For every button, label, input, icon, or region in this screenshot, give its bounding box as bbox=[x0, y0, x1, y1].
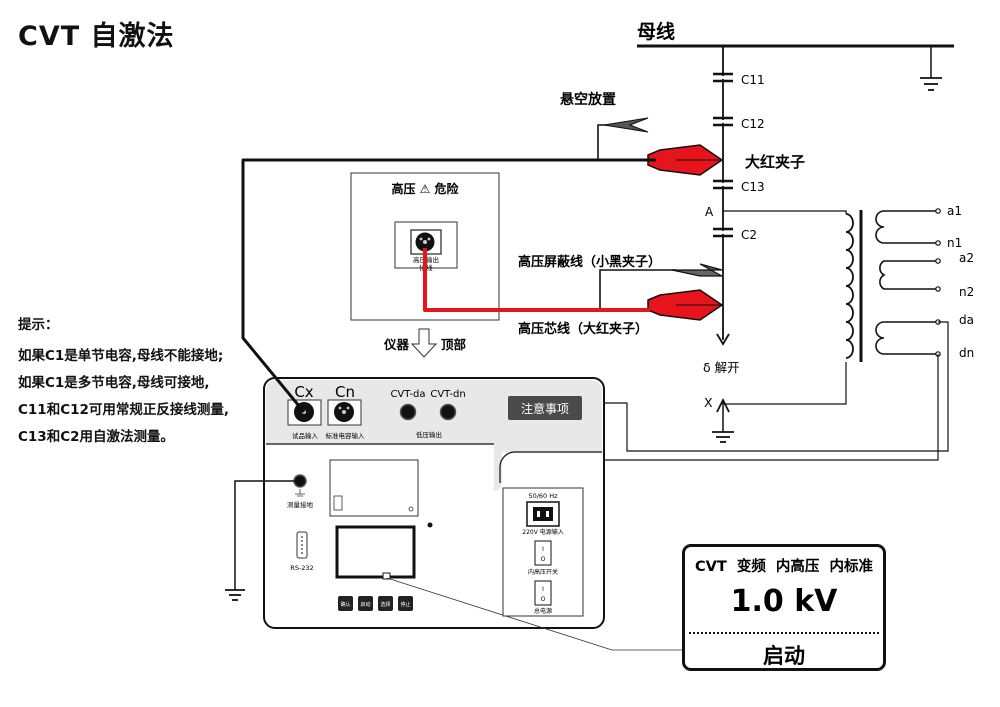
terminal-a2: a2 bbox=[959, 251, 974, 265]
int-hv-switch[interactable] bbox=[534, 540, 552, 566]
delta-open-label: δ 解开 bbox=[703, 360, 740, 375]
c12-label: C12 bbox=[741, 117, 765, 131]
capacitor-plates bbox=[713, 72, 733, 238]
key-select-label: 选择 bbox=[380, 601, 390, 608]
cn-label: Cn bbox=[335, 383, 355, 401]
cvt-dn-port[interactable] bbox=[439, 403, 457, 421]
primary-winding bbox=[845, 213, 854, 359]
tip-line: C13和C2用自激法测量。 bbox=[18, 429, 174, 445]
cx-wire bbox=[241, 158, 656, 413]
display-voltage: 1.0 kV bbox=[730, 584, 838, 619]
notice-button[interactable]: 注意事项 bbox=[508, 396, 582, 420]
main-power-switch[interactable] bbox=[534, 580, 552, 606]
tip-line: 如果C1是单节电容,母线不能接地; bbox=[18, 348, 224, 364]
x-ground-icon bbox=[712, 431, 734, 443]
big-red-clamp-label: 大红夹子 bbox=[745, 153, 805, 171]
measure-ground-icon bbox=[225, 589, 245, 601]
indicator-dot bbox=[427, 522, 433, 528]
key-start[interactable] bbox=[358, 596, 373, 611]
terminal-da: da bbox=[959, 313, 974, 327]
key-start-label: 启动 bbox=[360, 601, 370, 608]
shield-line-label: 高压屏蔽线（小黑夹子） bbox=[518, 254, 661, 270]
ground-terminal-label: 测量接地 bbox=[287, 500, 314, 509]
rs232-label: RS-232 bbox=[290, 564, 313, 572]
cx-sub-label: 试品输入 bbox=[292, 431, 319, 440]
floating-clamp-icon bbox=[603, 117, 649, 133]
cx-label: Cx bbox=[294, 383, 313, 401]
orientation-top: 顶部 bbox=[441, 337, 467, 352]
display-separator bbox=[689, 632, 879, 634]
key-confirm[interactable] bbox=[338, 596, 353, 611]
lv-output-label: 低压输出 bbox=[416, 430, 442, 439]
key-row: 确认 启动 选择 停止 bbox=[338, 596, 413, 611]
core-line-label: 高压芯线（大红夹子） bbox=[518, 321, 648, 337]
floating-label: 悬空放置 bbox=[559, 91, 616, 108]
ground-symbol-icon bbox=[295, 489, 305, 497]
hv-warning-label: 高压 ⚠ 危险 bbox=[391, 181, 459, 196]
c11-label: C11 bbox=[741, 73, 765, 87]
c2-label: C2 bbox=[741, 228, 757, 242]
terminal-a1: a1 bbox=[947, 204, 962, 218]
int-hv-switch-off: O bbox=[541, 556, 546, 563]
lcd-window bbox=[329, 459, 419, 517]
bus-ground-icon bbox=[920, 46, 942, 91]
key-stop-label: 停止 bbox=[400, 601, 410, 608]
power-input-label: 220V 电源输入 bbox=[522, 528, 563, 536]
down-arrow-icon bbox=[410, 328, 438, 358]
hv-core-wire bbox=[423, 248, 650, 312]
shield-clamp-icon bbox=[671, 263, 723, 277]
primary-lead bbox=[723, 210, 847, 214]
main-screen bbox=[335, 525, 416, 579]
main-power-label: 总电源 bbox=[534, 607, 552, 615]
open-arrow-icon bbox=[716, 333, 730, 346]
node-x-label: X bbox=[704, 395, 713, 410]
page-title: CVT 自激法 bbox=[18, 21, 175, 52]
terminal-dots bbox=[935, 208, 941, 357]
cvt-dn-label: CVT-dn bbox=[430, 389, 465, 400]
main-power-switch-off: O bbox=[541, 596, 546, 603]
measure-ground-wire bbox=[234, 480, 300, 590]
x-arrow-icon bbox=[716, 397, 730, 413]
key-select[interactable] bbox=[378, 596, 393, 611]
tips-block: 提示： 如果C1是单节电容,母线不能接地; 如果C1是多节电容,母线可接地, C… bbox=[18, 312, 233, 451]
terminal-n2: n2 bbox=[959, 285, 974, 299]
display-start-action[interactable]: 启动 bbox=[763, 644, 805, 668]
node-a-label: A bbox=[705, 205, 714, 219]
shield-wire bbox=[599, 269, 676, 310]
key-confirm-label: 确认 bbox=[340, 601, 350, 608]
terminal-dn: dn bbox=[959, 346, 974, 360]
big-red-clamp-icon bbox=[647, 144, 724, 176]
tip-line: C11和C12可用常规正反接线测量, bbox=[18, 402, 230, 418]
core-red-clamp-icon bbox=[647, 289, 724, 321]
terminal-n1: n1 bbox=[947, 236, 962, 250]
key-stop[interactable] bbox=[398, 596, 413, 611]
int-hv-switch-label: 内高压开关 bbox=[528, 568, 558, 576]
c13-label: C13 bbox=[741, 180, 765, 194]
bus-label: 母线 bbox=[637, 20, 675, 43]
secondary-windings bbox=[875, 210, 938, 355]
freq-label: 50/60 Hz bbox=[528, 492, 558, 500]
tips-title: 提示： bbox=[18, 317, 59, 333]
cvt-da-label: CVT-da bbox=[390, 389, 425, 400]
display-panel: CVT 变频 内高压 内标准 1.0 kV 启动 bbox=[682, 544, 886, 671]
orientation-instrument: 仪器 bbox=[383, 337, 410, 352]
tip-line: 如果C1是多节电容,母线可接地, bbox=[18, 375, 210, 391]
display-mode-row: CVT 变频 内高压 内标准 bbox=[694, 559, 874, 575]
main-power-switch-on: I bbox=[542, 586, 544, 593]
cn-sub-label: 标准电容输入 bbox=[326, 431, 366, 440]
int-hv-switch-on: I bbox=[542, 546, 544, 553]
cvt-da-port[interactable] bbox=[399, 403, 417, 421]
